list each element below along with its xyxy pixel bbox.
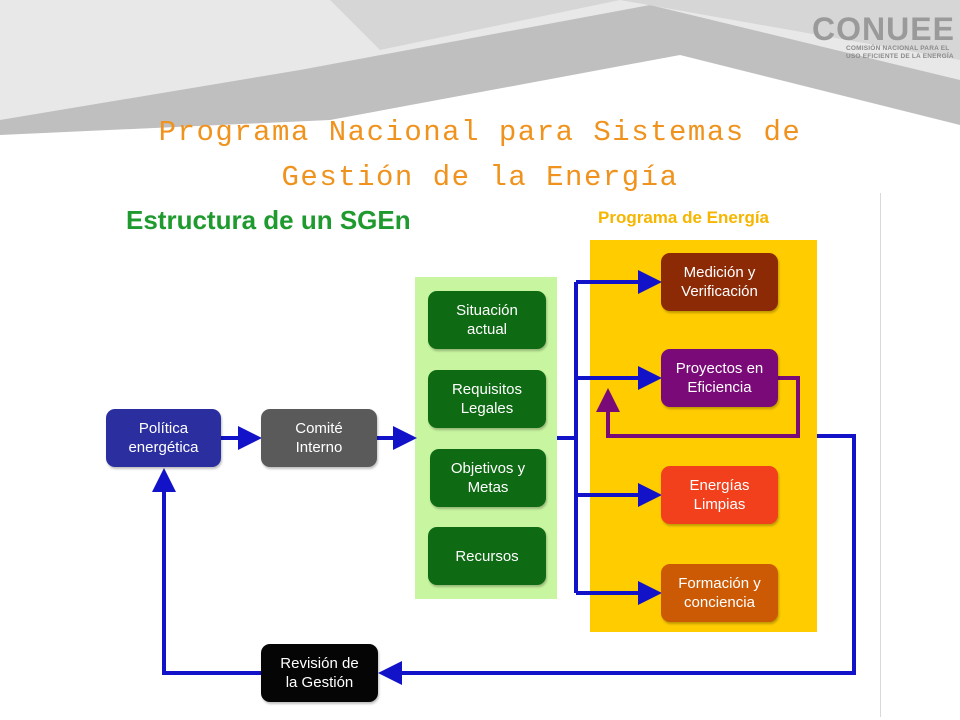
diagram-heading: Estructura de un SGEn [126,205,411,235]
node-revision-label: Revisión de la Gestión [280,655,359,691]
header-shape-mid [330,0,960,60]
node-situacion-label: Situación actual [456,302,518,338]
node-proyectos-eficiencia: Proyectos en Eficiencia [661,349,778,407]
node-revision-gestion: Revisión de la Gestión [261,644,378,702]
node-situacion-actual: Situación actual [428,291,546,349]
node-formacion-label: Formación y conciencia [678,575,761,611]
node-proyectos-label: Proyectos en Eficiencia [675,360,764,396]
node-medicion-verificacion: Medición y Verificación [661,253,778,311]
loop-proyectos [596,376,800,438]
node-objetivos-metas: Objetivos y Metas [430,449,546,507]
header-shape-light [0,0,960,120]
node-comite-label: Comité Interno [295,420,343,456]
node-politica-energetica: Política energética [106,409,221,467]
line-program-revision [378,434,856,685]
arrow-revision-politica [152,468,262,675]
logo-subtitle-line2: USO EFICIENTE DE LA ENERGÍA [846,53,954,60]
node-energias-limpias: Energías Limpias [661,466,778,524]
slide-title-line2: Gestión de la Energía [281,161,679,194]
logo-wordmark: CONUEE [812,11,955,47]
slide-title-line1: Programa Nacional para Sistemas de [158,116,802,149]
node-energias-label: Energías Limpias [689,477,750,513]
node-requisitos-legales: Requisitos Legales [428,370,546,428]
program-label: Programa de Energía [598,208,770,227]
node-recursos: Recursos [428,527,546,585]
slide-title: Programa Nacional para Sistemas de Gesti… [60,110,900,200]
conuee-logo: CONUEE COMISIÓN NACIONAL PARA EL USO EFI… [812,11,955,62]
node-formacion-conciencia: Formación y conciencia [661,564,778,622]
node-comite-interno: Comité Interno [261,409,377,467]
node-objetivos-label: Objetivos y Metas [450,460,526,496]
node-recursos-label: Recursos [455,547,519,565]
node-requisitos-label: Requisitos Legales [451,381,523,417]
node-medicion-label: Medición y Verificación [681,264,758,300]
logo-subtitle-line1: COMISIÓN NACIONAL PARA EL [846,45,950,52]
node-politica-label: Política energética [128,420,199,456]
